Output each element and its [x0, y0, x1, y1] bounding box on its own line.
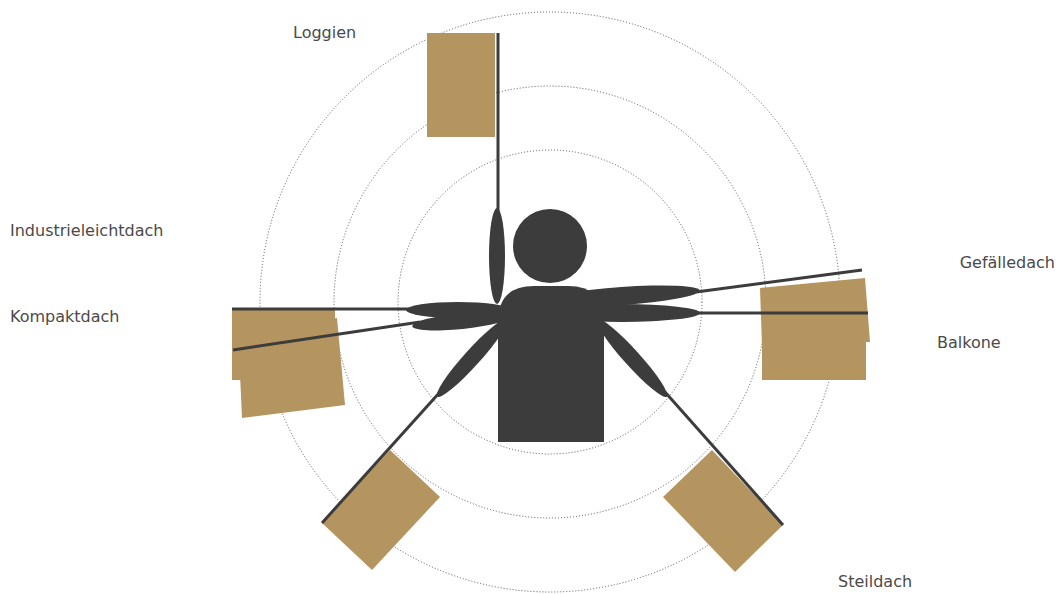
category-label: Gefälledach [960, 253, 1055, 273]
outer-ring [260, 12, 840, 592]
category-label: Loggien [293, 23, 356, 43]
person-body [498, 286, 604, 442]
leader-line [233, 322, 420, 350]
leader-line [696, 312, 868, 315]
category-label: Kompaktdach [10, 307, 119, 327]
category-label: Steildach [838, 572, 912, 592]
inner-ring [398, 150, 702, 454]
category-label: Industrieleichtdach [10, 221, 163, 241]
industrial-roof-panel [232, 310, 335, 380]
leader-line [322, 392, 440, 523]
leader-line [665, 392, 783, 525]
loggia-panel [427, 33, 495, 137]
steep-roof-panel-right [663, 450, 783, 572]
person-head [513, 209, 587, 283]
steep-roof-panel-left [322, 450, 440, 570]
middle-ring [334, 86, 766, 518]
leader-line [497, 33, 500, 212]
leader-line [232, 308, 412, 311]
balcony-panel [762, 313, 866, 380]
category-label: Balkone [937, 333, 1001, 353]
leader-line [696, 270, 862, 292]
petal [489, 208, 505, 304]
